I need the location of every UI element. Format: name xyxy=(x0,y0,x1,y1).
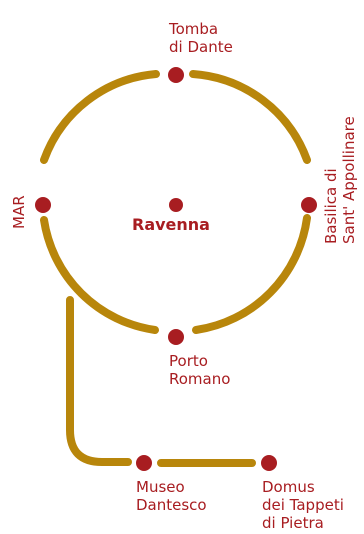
stop-marker-center xyxy=(169,198,183,212)
route-arc-bottom-right xyxy=(192,214,311,334)
stop-label-mar[interactable]: MAR xyxy=(10,195,28,229)
route-branch xyxy=(66,296,132,466)
stop-label-tomba-line2: di Dante xyxy=(169,38,233,56)
stop-label-basilica-line1: Basilica di xyxy=(322,168,340,244)
route-arc-bottom-left xyxy=(40,216,159,334)
stop-label-basilica-line2: Sant' Appollinare xyxy=(340,116,358,244)
stop-label-porto-line2: Romano xyxy=(169,370,231,388)
stop-label-tomba[interactable]: Tomba di Dante xyxy=(169,20,233,56)
stop-label-museo-line2: Dantesco xyxy=(136,496,207,514)
stop-label-tomba-line1: Tomba xyxy=(169,20,219,38)
stop-label-domus-line2: dei Tappeti xyxy=(262,496,344,514)
stops xyxy=(35,67,317,471)
route-arc-top-right xyxy=(189,70,311,164)
route-arc-top-left xyxy=(40,70,160,164)
stop-marker-domus[interactable] xyxy=(261,455,277,471)
stop-marker-tomba[interactable] xyxy=(168,67,184,83)
stop-label-museo[interactable]: Museo Dantesco xyxy=(136,478,207,514)
stop-label-museo-line1: Museo xyxy=(136,478,185,496)
loop-route xyxy=(40,70,311,467)
stop-marker-museo[interactable] xyxy=(136,455,152,471)
city-label: Ravenna xyxy=(132,215,210,234)
stop-marker-mar[interactable] xyxy=(35,197,51,213)
stop-label-mar-line1: MAR xyxy=(10,195,28,229)
stop-label-porto-line1: Porto xyxy=(169,352,208,370)
stop-label-basilica[interactable]: Basilica di Sant' Appollinare xyxy=(322,116,358,244)
stop-label-domus[interactable]: Domus dei Tappeti di Pietra xyxy=(262,478,344,532)
stop-marker-basilica[interactable] xyxy=(301,197,317,213)
stop-label-porto[interactable]: Porto Romano xyxy=(169,352,230,388)
stop-label-domus-line1: Domus xyxy=(262,478,315,496)
stop-label-domus-line3: di Pietra xyxy=(262,514,324,532)
stop-marker-porto[interactable] xyxy=(168,329,184,345)
